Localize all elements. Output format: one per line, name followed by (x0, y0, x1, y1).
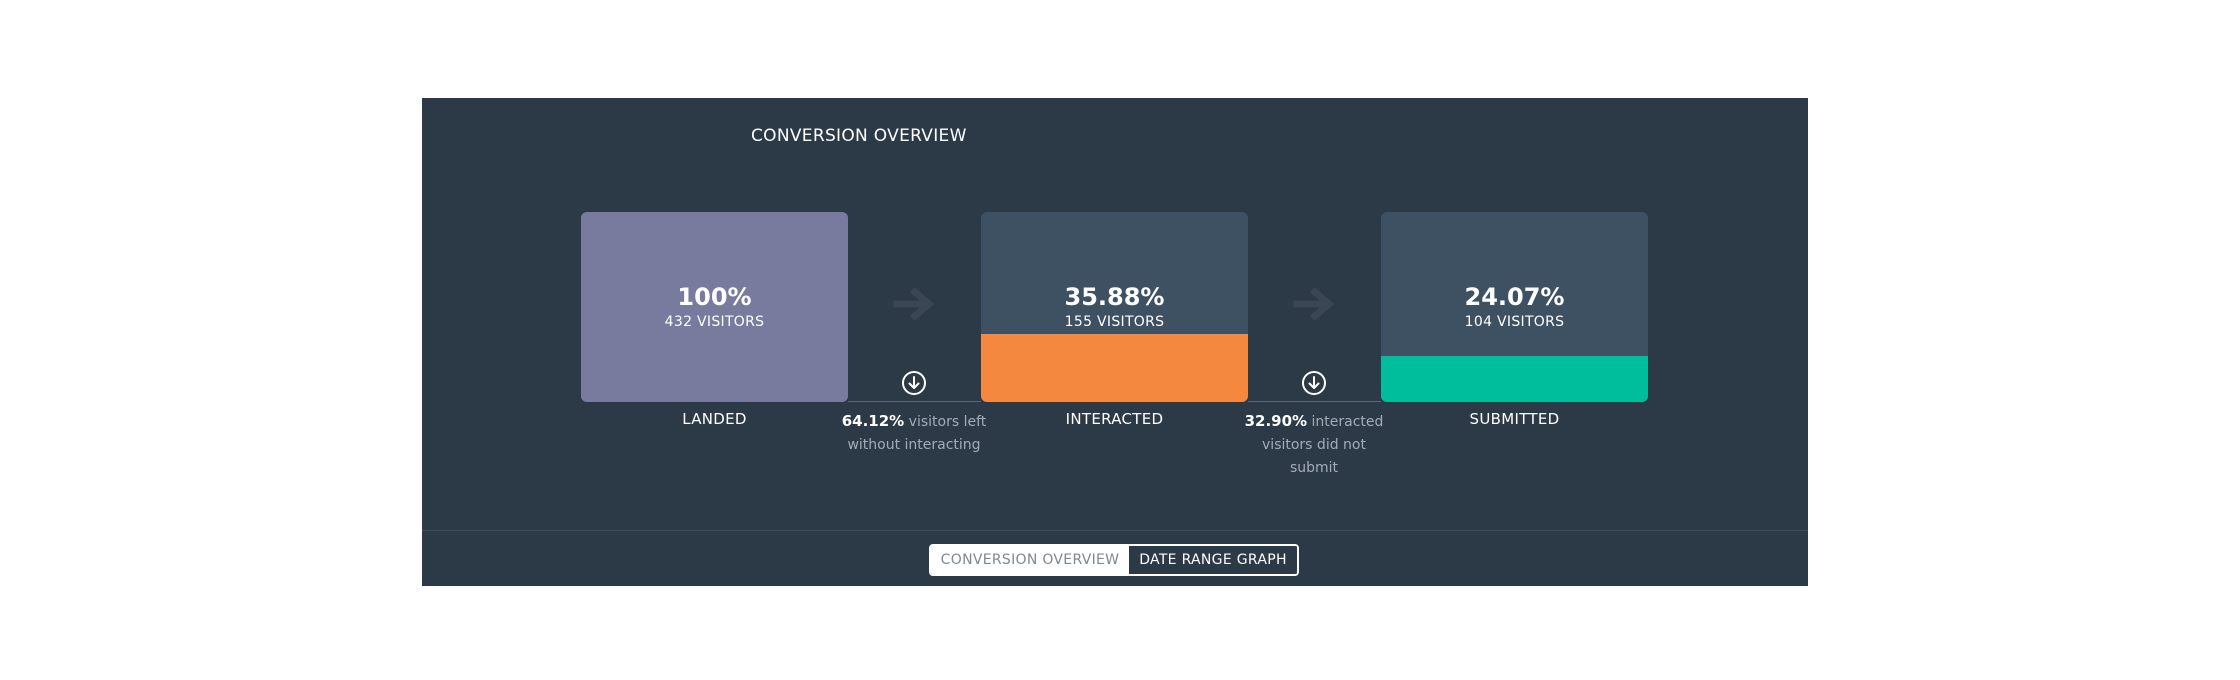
dropoff-text-landed: 64.12% visitors left without interacting (839, 410, 989, 457)
dropoff-baseline (848, 401, 981, 402)
arrow-down-circle-icon (902, 371, 926, 395)
tab-conversion-overview[interactable]: CONVERSION OVERVIEW (931, 546, 1129, 574)
stage-visitors: 155 VISITORS (1064, 314, 1165, 330)
stage-fill-landed (581, 212, 848, 402)
stage-percent: 24.07% (1464, 283, 1565, 311)
stage-label-landed: LANDED (682, 410, 747, 428)
panel-title: CONVERSION OVERVIEW (751, 126, 967, 146)
stage-visitors: 432 VISITORS (664, 314, 765, 330)
dropoff-percent: 64.12% (841, 412, 905, 430)
stage-label-submitted: SUBMITTED (1469, 410, 1560, 428)
dropoff-description: interacted visitors did not submit (1262, 414, 1384, 476)
stage-landed: 100% 432 VISITORS (581, 212, 848, 402)
stage-fill-interacted (981, 333, 1248, 402)
stage-visitors: 104 VISITORS (1464, 314, 1565, 330)
view-tabs: CONVERSION OVERVIEW DATE RANGE GRAPH (929, 544, 1299, 576)
arrow-right-icon (1293, 287, 1335, 321)
stage-percent: 100% (677, 283, 752, 311)
arrow-right-icon (893, 287, 935, 321)
dropoff-text-interacted: 32.90% interacted visitors did not submi… (1239, 410, 1389, 480)
footer-divider (422, 530, 1808, 531)
stage-percent: 35.88% (1064, 283, 1165, 311)
stage-fill-submitted (1381, 356, 1648, 402)
tab-date-range-graph[interactable]: DATE RANGE GRAPH (1129, 546, 1297, 574)
dropoff-percent: 32.90% (1244, 412, 1308, 430)
dropoff-description: visitors left without interacting (847, 414, 987, 453)
arrow-down-circle-icon (1302, 371, 1326, 395)
stage-submitted: 24.07% 104 VISITORS (1381, 212, 1648, 402)
dropoff-baseline (1248, 401, 1381, 402)
conversion-panel: CONVERSION OVERVIEW 100% 432 VISITORS LA… (422, 98, 1808, 586)
stage-interacted: 35.88% 155 VISITORS (981, 212, 1248, 402)
stage-label-interacted: INTERACTED (1065, 410, 1164, 428)
